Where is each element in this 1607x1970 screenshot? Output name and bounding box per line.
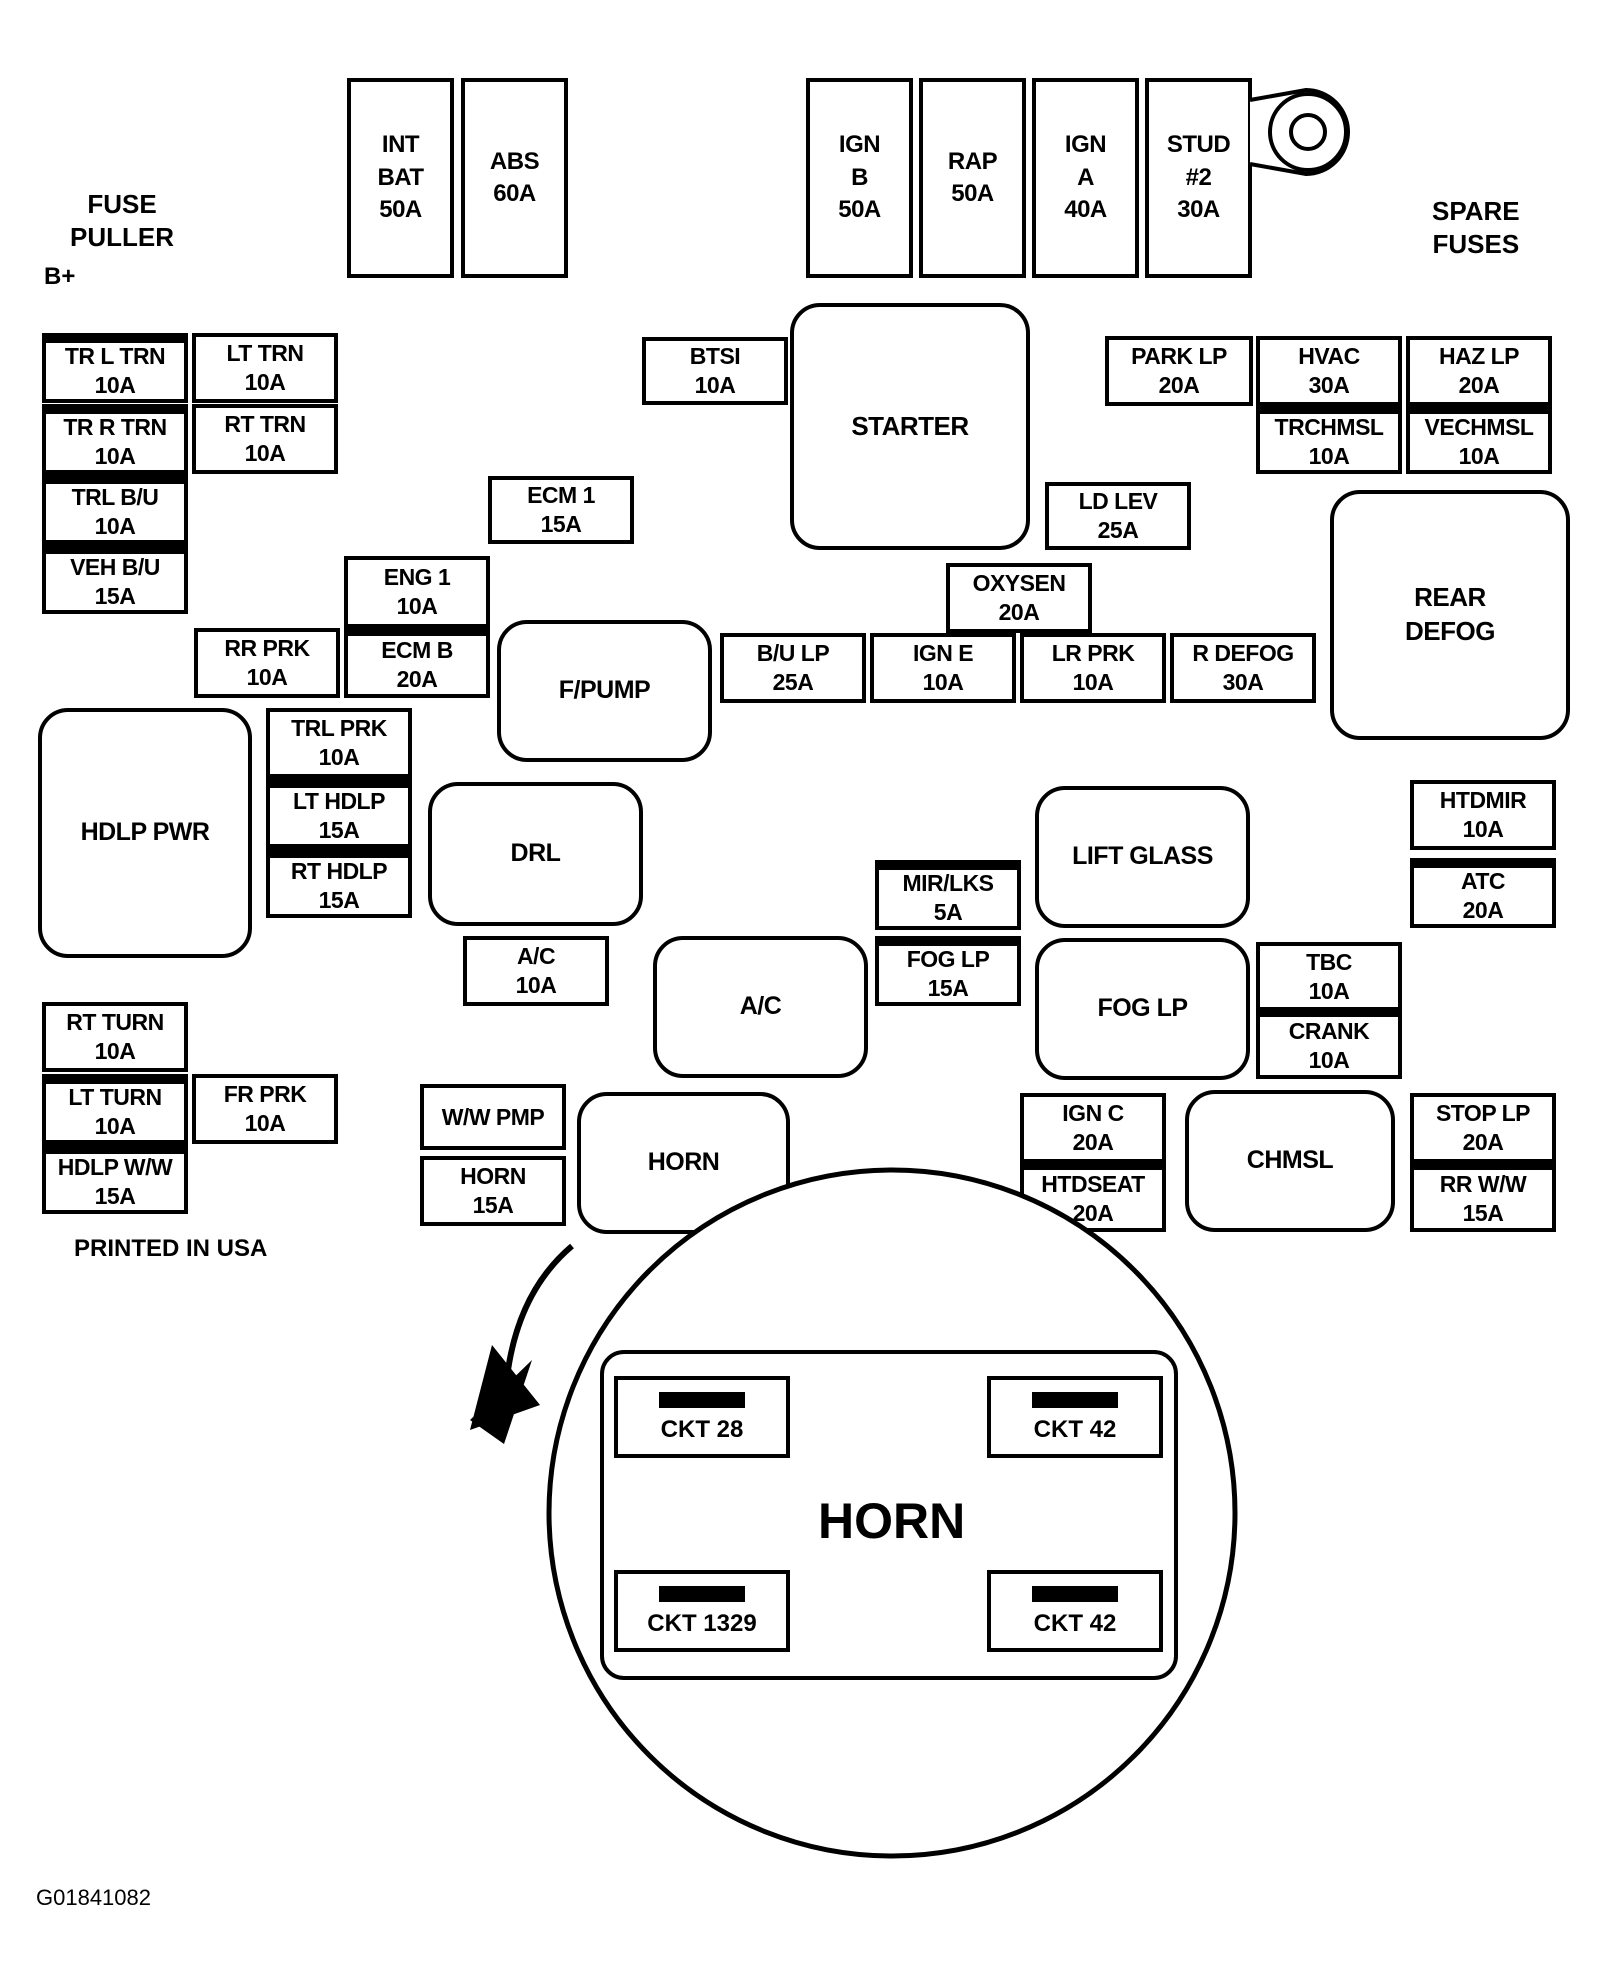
relay-drl: DRL [428, 782, 643, 926]
printed-in-usa-label: PRINTED IN USA [74, 1235, 268, 1262]
relay-fog-lp: FOG LP [1035, 938, 1250, 1080]
relay-f-pump: F/PUMP [497, 620, 712, 762]
relay-hdlp-pwr: HDLP PWR [38, 708, 252, 958]
figure-id: G01841082 [36, 1885, 151, 1910]
relay-chmsl: CHMSL [1185, 1090, 1395, 1232]
b-plus-label: B+ [44, 263, 76, 290]
horn-terminal-ckt-42-bottom: CKT 42 [987, 1570, 1163, 1652]
relay-ac: A/C [653, 936, 868, 1078]
terminal-blade-icon [1032, 1586, 1118, 1602]
relay-lift-glass: LIFT GLASS [1035, 786, 1250, 928]
fuse-ww-pmp: W/W PMP [420, 1084, 566, 1150]
stud-terminal-icon [1249, 87, 1350, 177]
terminal-blade-icon [659, 1586, 745, 1602]
horn-detail-title: HORN [818, 1493, 966, 1549]
terminal-blade-icon [659, 1392, 745, 1408]
horn-terminal-ckt-28: CKT 28 [614, 1376, 790, 1458]
relay-starter: STARTER [790, 303, 1030, 550]
terminal-blade-icon [1032, 1392, 1118, 1408]
horn-terminal-ckt-1329: CKT 1329 [614, 1570, 790, 1652]
horn-terminal-ckt-42-top: CKT 42 [987, 1376, 1163, 1458]
